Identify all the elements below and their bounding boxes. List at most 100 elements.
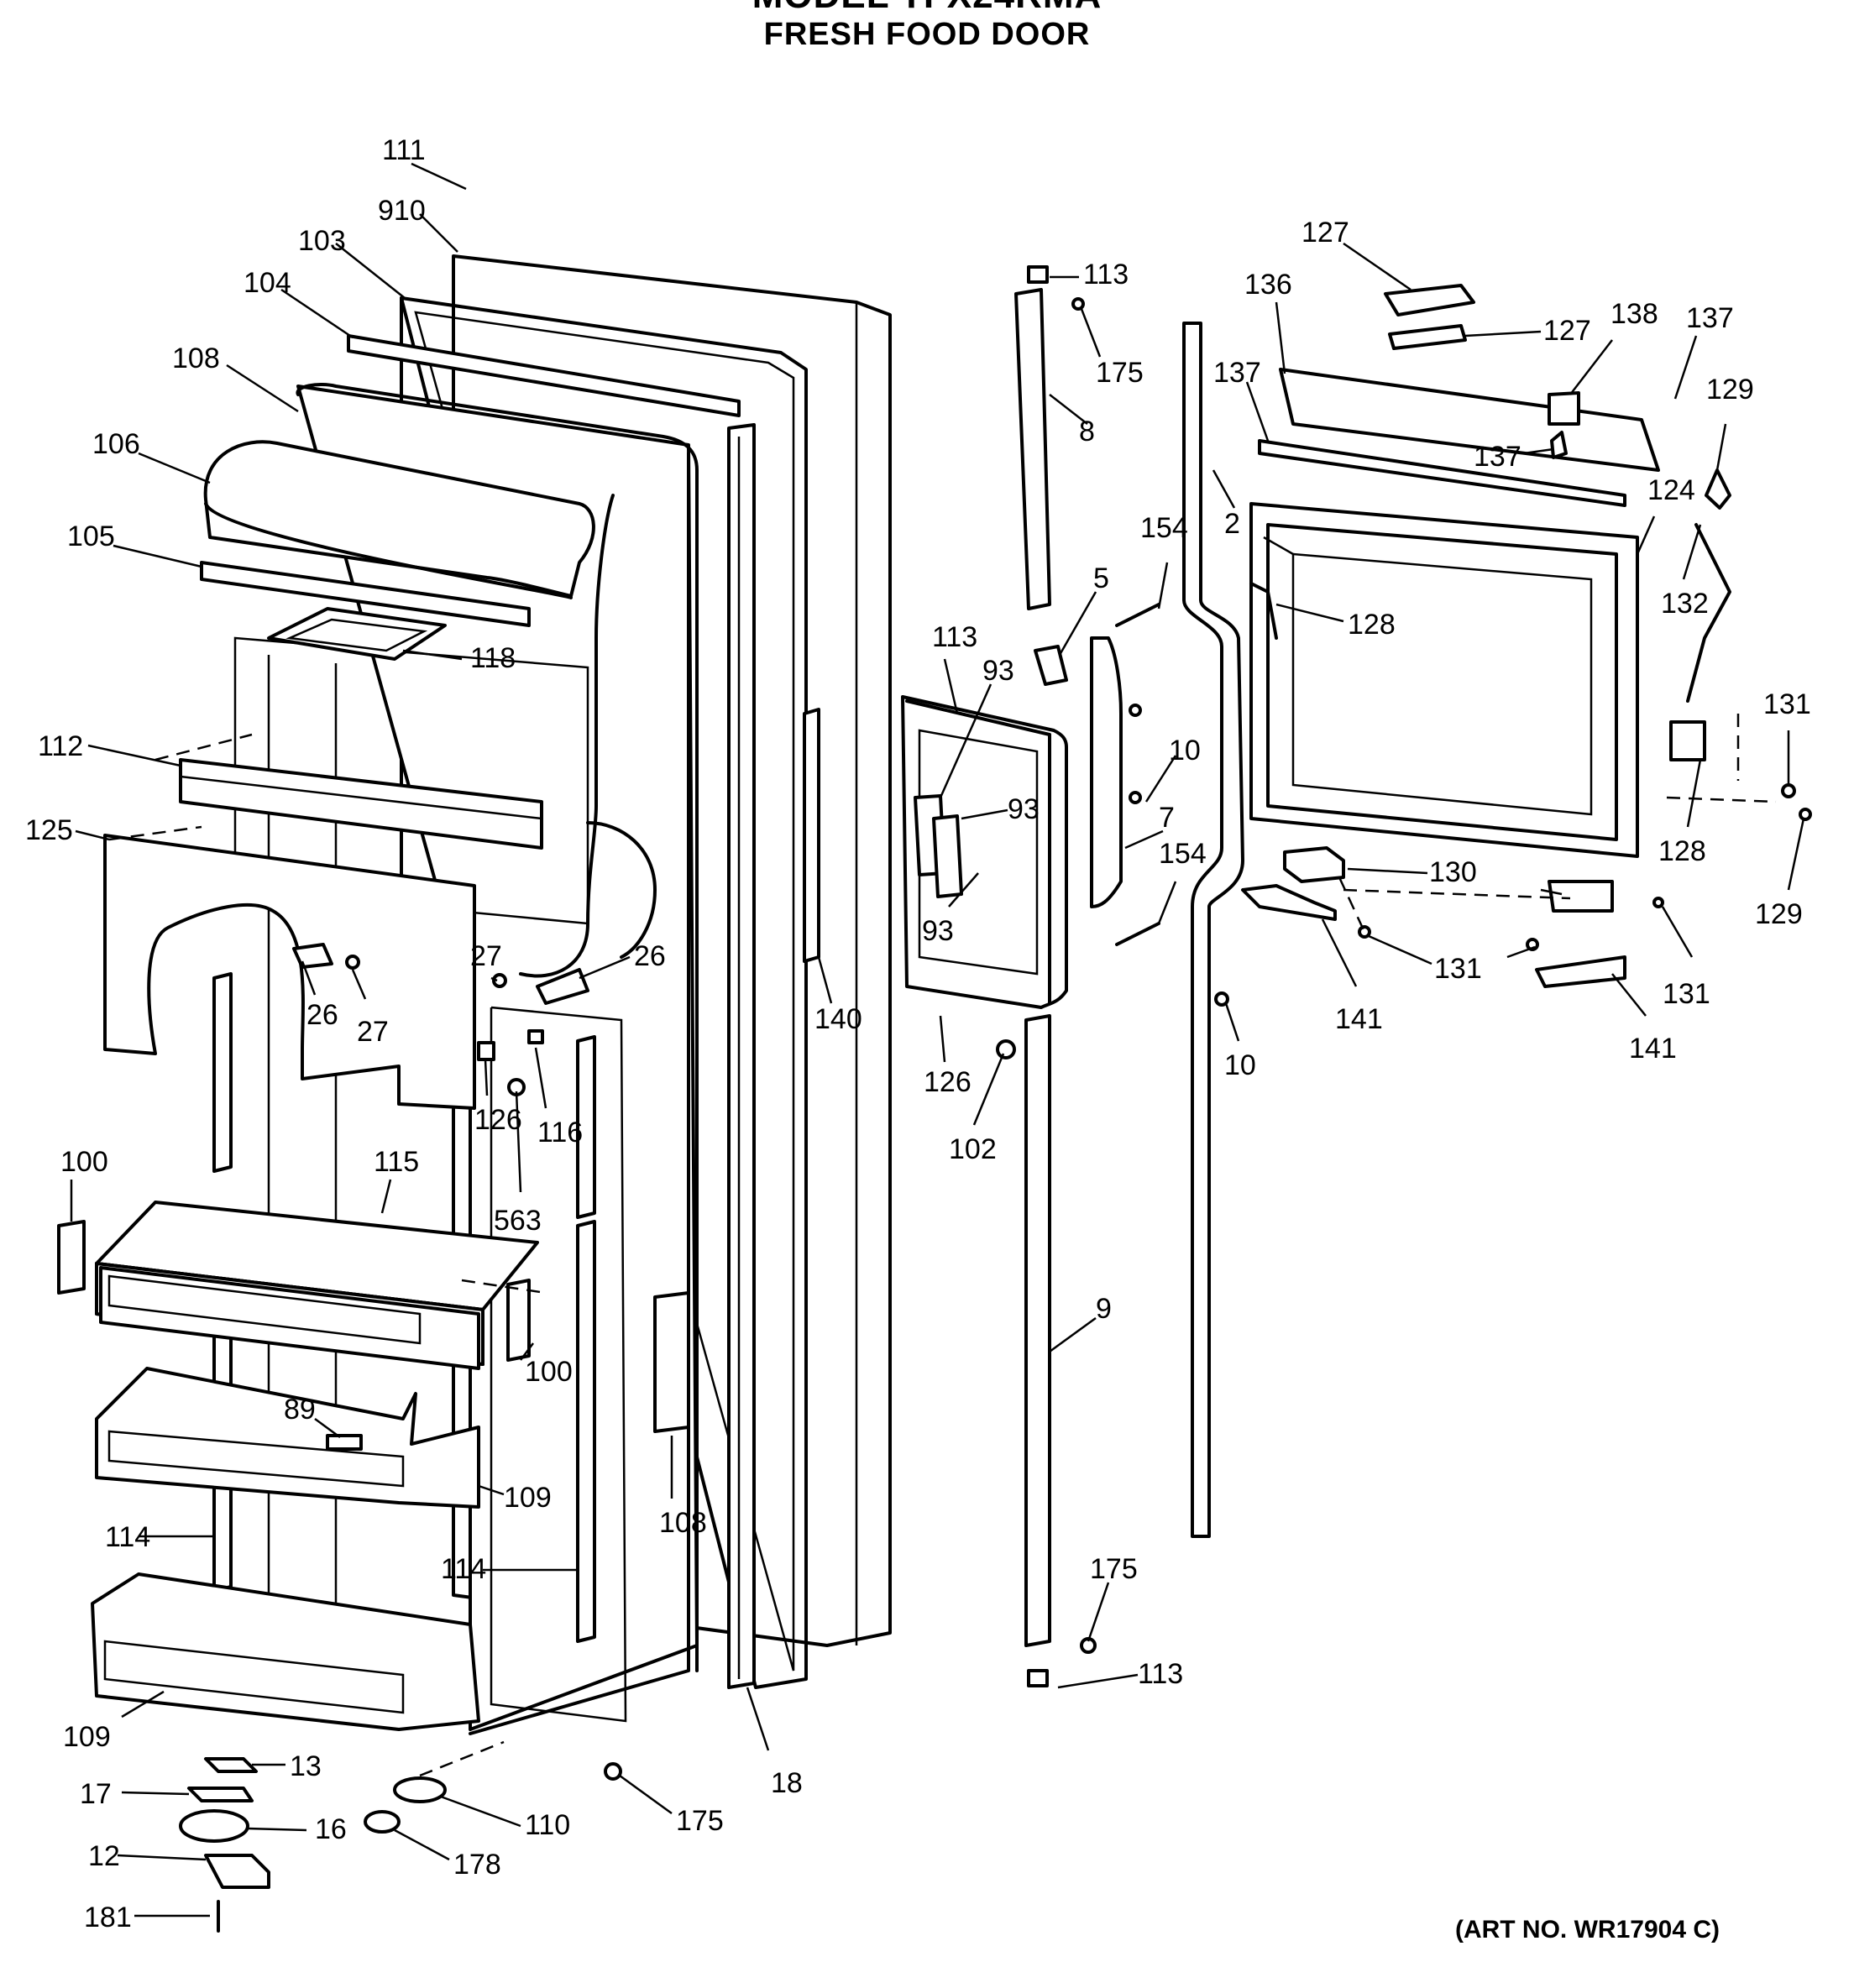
- callout-126-lower: 126: [474, 1104, 522, 1136]
- callout-105: 105: [67, 521, 115, 552]
- callout-5: 5: [1093, 562, 1109, 594]
- callout-130: 130: [1429, 856, 1477, 888]
- callout-136: 136: [1244, 269, 1292, 301]
- dispenser-frame: [901, 695, 1068, 1009]
- callout-115: 115: [374, 1146, 419, 1178]
- callout-100-left: 100: [60, 1146, 108, 1178]
- callout-137-top-right: 137: [1686, 302, 1734, 334]
- callout-175-lower-left: 175: [676, 1805, 724, 1837]
- callout-9: 9: [1096, 1293, 1112, 1325]
- callout-127-top: 127: [1301, 217, 1349, 248]
- door-bin-upper: [95, 1201, 539, 1370]
- callout-100-center: 100: [525, 1356, 573, 1388]
- callout-138: 138: [1610, 298, 1658, 330]
- callout-141-left: 141: [1335, 1003, 1383, 1035]
- callout-93-bottom: 93: [922, 915, 954, 947]
- callout-102: 102: [949, 1133, 997, 1165]
- callout-27-upper: 27: [470, 940, 502, 972]
- callout-108-lower: 108: [659, 1507, 707, 1539]
- callout-114-left: 114: [105, 1521, 150, 1553]
- callout-7: 7: [1159, 802, 1175, 834]
- fasteners-cluster: [57, 943, 690, 1433]
- diagram-subtitle: FRESH FOOD DOOR: [763, 17, 1091, 52]
- callout-110: 110: [525, 1809, 570, 1841]
- callout-26-left: 26: [306, 999, 338, 1031]
- callout-118: 118: [470, 642, 516, 674]
- callout-129-bottom: 129: [1755, 898, 1803, 930]
- ice-dispenser-cover: [103, 834, 476, 1110]
- callout-126-dispenser: 126: [924, 1066, 972, 1098]
- callout-154-bottom: 154: [1159, 838, 1207, 870]
- callout-10-handle: 10: [1169, 735, 1201, 766]
- door-bin-middle: [95, 1367, 480, 1509]
- leader-lines: [70, 162, 1805, 1917]
- callout-131-lower-right: 131: [1663, 978, 1710, 1010]
- top-bracket-parts: [1258, 284, 1731, 510]
- callout-181: 181: [84, 1902, 132, 1933]
- dairy-door-cover: [203, 440, 595, 599]
- callout-2: 2: [1224, 508, 1240, 540]
- bottom-hinge-parts: [179, 1757, 622, 1933]
- callout-131-right: 131: [1763, 688, 1811, 720]
- callout-127-right: 127: [1543, 315, 1591, 347]
- alignment-lines: [108, 714, 1777, 1777]
- handle-assembly: [1034, 603, 1160, 946]
- callout-10-lower: 10: [1224, 1049, 1256, 1081]
- dispenser-buttons: [914, 794, 963, 898]
- callout-154-top: 154: [1140, 512, 1188, 544]
- shelf-rail: [179, 758, 543, 850]
- callout-104: 104: [244, 267, 291, 299]
- callout-93-right: 93: [1008, 793, 1040, 825]
- callout-178: 178: [453, 1849, 501, 1881]
- diagram-title: MODEL TFX24RMA: [0, 0, 1854, 17]
- callout-108: 108: [172, 343, 220, 374]
- callout-12: 12: [88, 1840, 120, 1872]
- callout-109-lower: 109: [63, 1721, 111, 1753]
- handle-strip: [803, 708, 820, 963]
- dispenser-gasket: [1182, 322, 1244, 1538]
- callout-125: 125: [25, 814, 73, 846]
- callout-137-left: 137: [1213, 357, 1261, 389]
- callout-114-center: 114: [441, 1553, 486, 1585]
- callout-103: 103: [298, 225, 346, 257]
- callout-910: 910: [378, 195, 426, 227]
- callout-93-top: 93: [982, 655, 1014, 687]
- callout-116: 116: [537, 1117, 583, 1148]
- door-strips: [996, 265, 1097, 1687]
- callout-18: 18: [771, 1767, 803, 1799]
- dispenser-arms: [1249, 523, 1812, 821]
- door-liner: [296, 383, 699, 1735]
- door-bin-lower: [91, 1572, 480, 1731]
- callout-26-right: 26: [634, 940, 666, 972]
- callout-175-bottom: 175: [1090, 1553, 1138, 1585]
- art-number: (ART NO. WR17904 C): [1454, 1916, 1720, 1944]
- dispenser-housing: [1249, 502, 1639, 858]
- callout-13: 13: [290, 1750, 322, 1782]
- callout-131-center: 131: [1434, 953, 1482, 985]
- breaker-strip: [347, 334, 741, 417]
- callout-140: 140: [814, 1003, 862, 1035]
- dairy-pad: [267, 607, 447, 661]
- callout-16: 16: [315, 1813, 347, 1845]
- callout-109-middle: 109: [504, 1482, 552, 1514]
- callout-132: 132: [1661, 588, 1709, 620]
- callout-112: 112: [38, 730, 83, 762]
- callout-8: 8: [1079, 416, 1095, 447]
- callout-129-top: 129: [1706, 374, 1754, 405]
- callout-124: 124: [1647, 474, 1695, 506]
- callout-labels: 111 910 103 104 108 106 105 118 112 125 …: [25, 134, 1811, 1933]
- callout-113-top: 113: [1083, 259, 1129, 290]
- dairy-retainer: [200, 561, 531, 627]
- callout-137-center: 137: [1474, 441, 1521, 473]
- gasket-strip: [727, 423, 756, 1689]
- callout-106: 106: [92, 428, 140, 460]
- callout-27-lower: 27: [357, 1016, 389, 1048]
- callout-89: 89: [284, 1394, 316, 1426]
- callout-17: 17: [80, 1778, 112, 1810]
- callout-141-right: 141: [1629, 1033, 1677, 1065]
- callout-111: 111: [382, 134, 426, 166]
- callout-563: 563: [494, 1205, 542, 1237]
- callout-128-right: 128: [1658, 835, 1706, 867]
- callout-175-top: 175: [1096, 357, 1144, 389]
